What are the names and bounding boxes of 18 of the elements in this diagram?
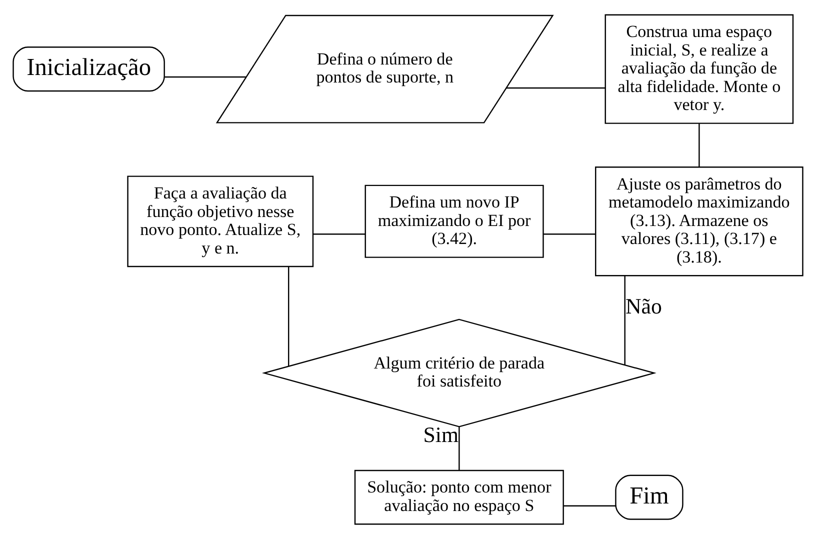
node-box: Fim bbox=[615, 474, 684, 520]
node-box: Solução: ponto com menor avaliação no espaço S bbox=[354, 470, 564, 525]
edge-label: Não bbox=[625, 294, 662, 319]
connector bbox=[624, 276, 626, 365]
node-diamond: Algum critério de parada foi satisfeito bbox=[262, 318, 656, 428]
connector bbox=[564, 505, 616, 506]
connector bbox=[313, 234, 366, 235]
connector bbox=[698, 124, 700, 167]
node-box: Defina um novo IP maximizando o EI por (3.42). bbox=[364, 184, 544, 258]
connector bbox=[544, 234, 596, 235]
node-box: Inicialização bbox=[12, 46, 165, 92]
connector bbox=[288, 266, 290, 366]
connector bbox=[164, 76, 246, 78]
connector bbox=[458, 426, 460, 470]
node-box: Construa uma espaço inicial, S, e realize a avaliação da função de alta fidelidade. Monte o vetor y. bbox=[604, 14, 794, 124]
connector bbox=[506, 87, 606, 89]
node-box: Ajuste os parâmetros do metamodelo maximizando (3.13). Armazene os valores (3.11), (3.17) e (3.18). bbox=[595, 166, 804, 276]
node-box: Faça a avaliação da função objetivo nesse novo ponto. Atualize S, y e n. bbox=[127, 176, 314, 268]
